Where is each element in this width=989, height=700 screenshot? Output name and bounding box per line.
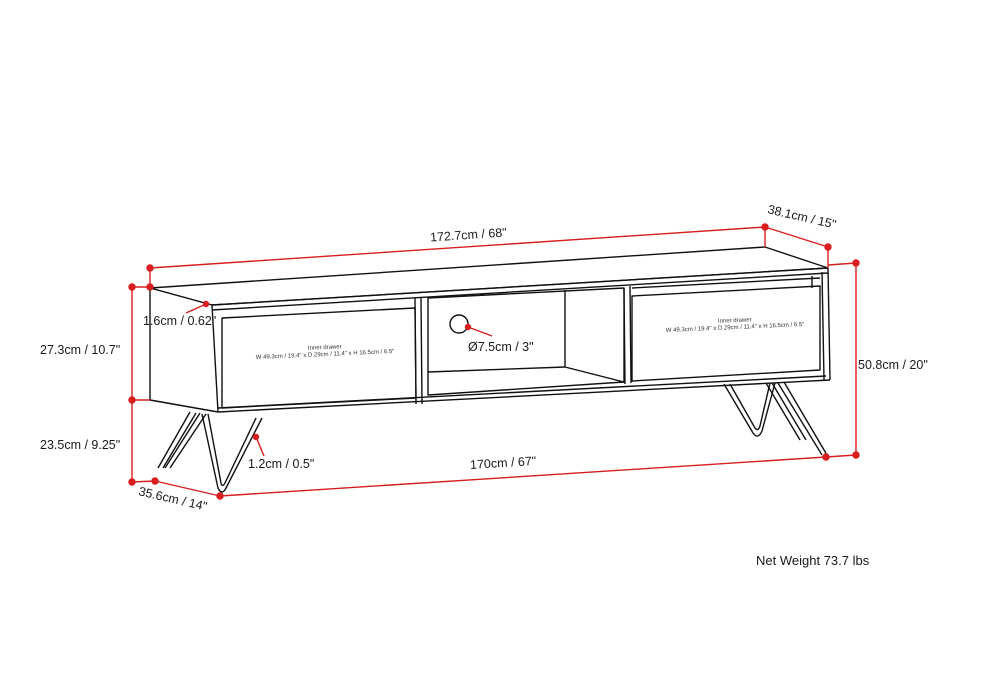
leg-height-label: 23.5cm / 9.25": [40, 438, 121, 452]
right-drawer-front: [631, 285, 821, 382]
leg-diameter-label: 1.2cm / 0.5": [248, 457, 315, 471]
cable-hole-label: Ø7.5cm / 3": [468, 340, 534, 354]
net-weight-label: Net Weight 73.7 lbs: [756, 553, 870, 568]
tabletop: [149, 246, 829, 306]
cable-hole: [449, 314, 469, 334]
cabinet-height-label: 27.3cm / 10.7": [40, 343, 121, 357]
top-thickness-label: 1.6cm / 0.62": [143, 314, 217, 328]
overall-height-label: 50.8cm / 20": [858, 358, 928, 372]
